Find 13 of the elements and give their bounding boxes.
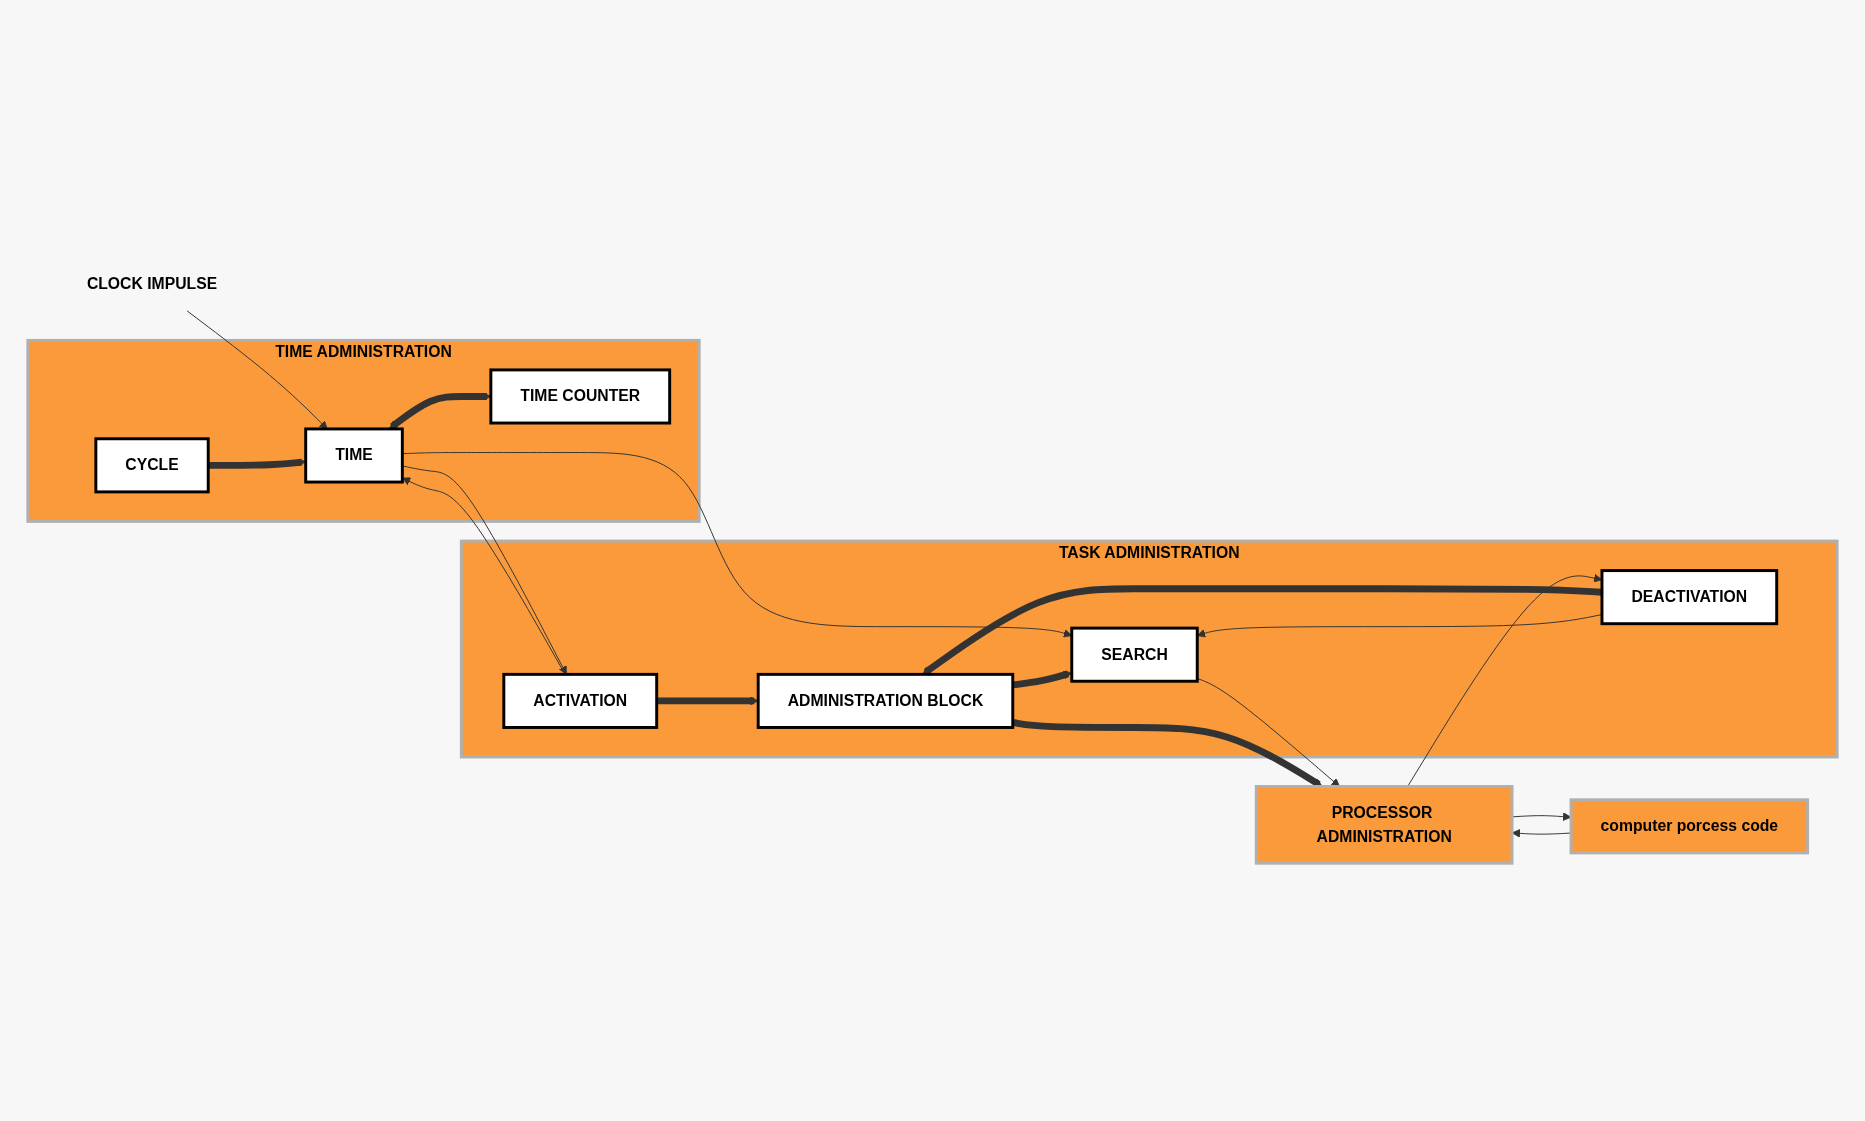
node-box: DEACTIVATION: [1600, 569, 1779, 626]
arrow: [656, 696, 759, 706]
node-box: TIME: [304, 427, 404, 484]
node-box: computer porcess code: [1569, 798, 1810, 855]
node-box: TIME COUNTER: [489, 368, 672, 425]
arrow: [208, 458, 307, 469]
node-box: PROCESSOR ADMINISTRATION: [1254, 785, 1514, 865]
node-box: ADMINISTRATION BLOCK: [756, 672, 1015, 729]
node-text: CLOCK IMPULSE: [86, 275, 218, 293]
node-box: ACTIVATION: [502, 672, 659, 729]
node-box: CYCLE: [94, 437, 210, 494]
node-box: SEARCH: [1070, 626, 1199, 683]
arrow: [388, 392, 492, 430]
